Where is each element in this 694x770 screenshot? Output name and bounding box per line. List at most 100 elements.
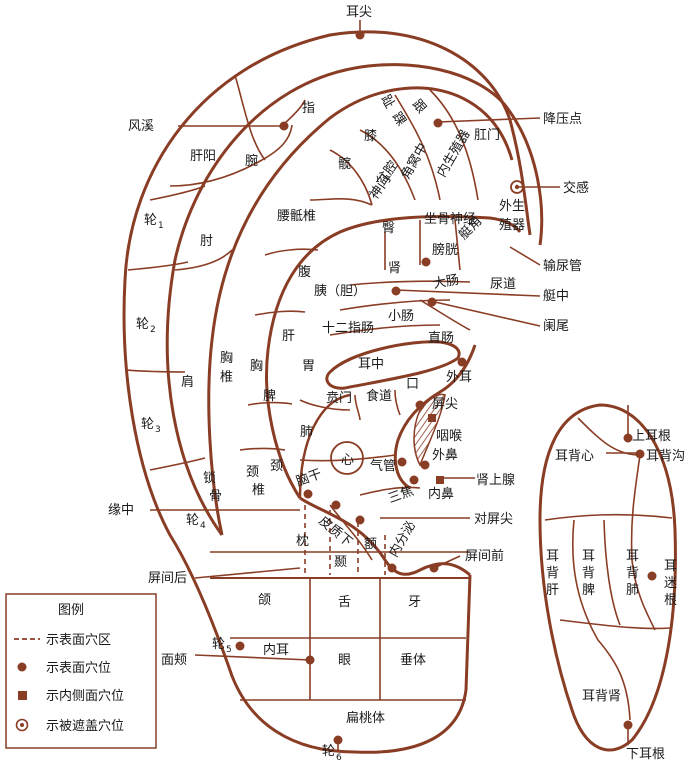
- helix5-sub: 5: [226, 645, 232, 655]
- occiput-label: 枕: [296, 534, 309, 549]
- rectum-label: 直肠: [428, 331, 454, 346]
- helix6-label: 轮: [322, 744, 335, 759]
- bladder-label: 膀胱: [432, 242, 458, 258]
- inner-nose-square: [436, 476, 444, 484]
- teeth-label: 牙: [408, 595, 421, 610]
- legend-dot-swatch: [18, 663, 27, 672]
- eye-label: 眼: [338, 653, 351, 668]
- finger-label: 指: [302, 101, 315, 116]
- helix3-label: 轮: [141, 417, 154, 432]
- back-spleen-2: 背: [582, 566, 595, 581]
- pancreas-gb-label: 胰（胆）: [314, 284, 366, 299]
- ear-apex-dot: [356, 31, 365, 40]
- legend-item-square: 示内侧面穴位: [46, 688, 124, 704]
- urethra-label: 尿道: [490, 277, 516, 292]
- forehead-label: 额: [364, 537, 377, 552]
- trachea-dot: [398, 458, 407, 467]
- appendix-dot: [428, 298, 437, 307]
- subcortex-label: 皮质下: [315, 514, 355, 551]
- anterior-intertragic-dot: [430, 564, 439, 573]
- helix-tubercle-label: 缘中: [108, 503, 134, 518]
- legend-title: 图例: [58, 603, 84, 618]
- outer-ear-label: 外耳: [446, 370, 472, 385]
- legend-item-ring: 示被遮盖穴位: [46, 718, 124, 734]
- kidney-label: 肾: [388, 261, 401, 276]
- large-intestine-label: 大肠: [432, 273, 460, 292]
- back-labels: 上耳根 耳背心 耳背沟 耳 背 肝 耳 背 脾 耳 背 肺 耳 迷 根 耳背肾 …: [546, 429, 685, 762]
- bp-lowering-dot: [434, 119, 443, 128]
- helix3-sub: 3: [155, 425, 161, 435]
- jaw-label: 颌: [258, 593, 271, 608]
- inner-nose-label: 内鼻: [428, 486, 454, 502]
- small-intestine-label: 小肠: [388, 309, 414, 324]
- anus-label: 肛门: [474, 128, 500, 143]
- appendix-label: 阑尾: [543, 319, 569, 334]
- ear-apex-label: 耳尖: [346, 5, 372, 20]
- toe-label: 趾: [378, 93, 397, 112]
- outer-nose-label: 外鼻: [432, 447, 458, 463]
- outer-ear-dot: [458, 358, 467, 367]
- back-lung-2: 背: [626, 566, 639, 581]
- esophagus-label: 食道: [366, 388, 392, 404]
- chest-label: 胸: [250, 359, 263, 374]
- wind-stream-label: 风溪: [128, 119, 154, 134]
- posterior-intertragic-label: 屏间后: [148, 571, 187, 586]
- adrenal-dot: [410, 476, 419, 485]
- clavicle-label-1: 锁: [203, 470, 216, 486]
- back-point-markers: [624, 434, 657, 730]
- helix-tubercle-dot: [332, 501, 341, 510]
- legend-item-dot: 示表面穴位: [46, 661, 111, 676]
- adrenal-label: 肾上腺: [476, 473, 515, 488]
- trachea-label: 气管: [370, 458, 396, 474]
- inner-ear-dot: [306, 656, 315, 665]
- stomach-label: 胃: [302, 359, 315, 374]
- triangle-center-label: 角窝中: [398, 140, 431, 182]
- pharynx-square: [428, 414, 436, 422]
- legend-square-swatch: [18, 691, 27, 700]
- ear-center-label: 耳中: [358, 357, 384, 372]
- back-kidney-label: 耳背肾: [582, 689, 621, 704]
- anterior-lobe-label: 垂体: [400, 653, 426, 668]
- back-liver-3: 肝: [546, 583, 559, 598]
- heel-label: 跟: [409, 97, 429, 117]
- liver-label: 肝: [282, 329, 295, 344]
- chest-v-2: 椎: [220, 370, 233, 385]
- tragus-tip-label: 对屏尖: [474, 512, 513, 527]
- upper-root-label: 上耳根: [632, 429, 671, 444]
- lung-label: 肺: [300, 425, 313, 440]
- spleen-label: 脾: [263, 389, 276, 404]
- tongue-label: 舌: [338, 595, 351, 610]
- helix1-sub: 1: [158, 221, 164, 231]
- tonsil-label: 扁桃体: [346, 711, 385, 726]
- vagus-root-1: 耳: [664, 559, 677, 574]
- ureter-label: 输尿管: [543, 258, 582, 274]
- elbow-label: 肘: [200, 234, 213, 249]
- sanjiao-label: 三焦: [386, 484, 416, 507]
- tragus-apex-dot: [416, 401, 425, 410]
- front-division-lines: [126, 75, 478, 700]
- vagus-root-2: 迷: [664, 576, 677, 591]
- endocrine-label: 内分泌: [386, 518, 419, 560]
- back-heart-label: 耳背心: [555, 449, 594, 464]
- ext-genitals-1: 外生: [499, 199, 525, 214]
- neck-label: 颈: [270, 459, 283, 474]
- back-groove-label: 耳背沟: [646, 449, 685, 464]
- legend-item-dashed: 示表面穴区: [46, 633, 111, 648]
- forehead-dot: [388, 564, 397, 573]
- sympathetic-label: 交感: [563, 180, 589, 196]
- helix4-label: 轮: [186, 513, 199, 528]
- knee-label: 膝: [364, 129, 377, 144]
- pharynx-label: 咽喉: [436, 429, 462, 444]
- cymba-center-label: 艇中: [543, 289, 569, 304]
- cardia-label: 贲门: [326, 391, 352, 406]
- back-liver-1: 耳: [546, 549, 559, 564]
- cervical-v-2: 椎: [252, 483, 265, 498]
- helix2-sub: 2: [150, 325, 156, 335]
- lower-root-label: 下耳根: [626, 747, 665, 762]
- cymba-center-dot: [392, 287, 401, 296]
- wind-stream-dot: [280, 122, 289, 131]
- vagus-root-3: 根: [664, 593, 677, 608]
- helix-crus: [327, 342, 459, 388]
